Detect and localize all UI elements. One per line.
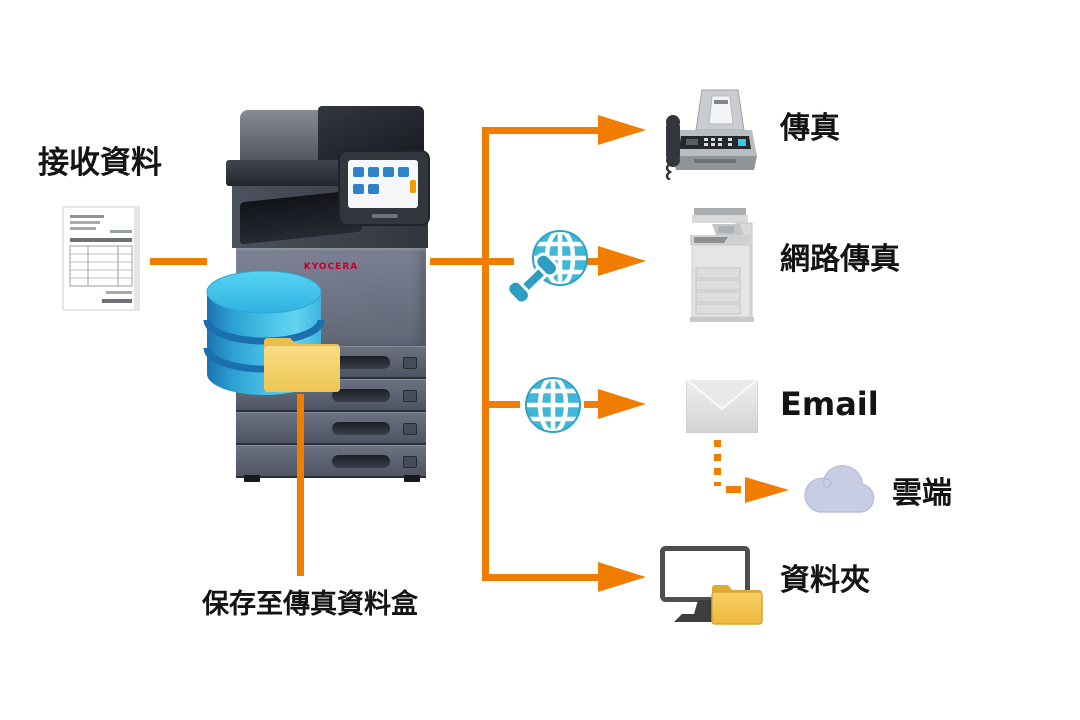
- phone-globe-icon: [508, 230, 588, 302]
- globe-icon: [525, 377, 581, 433]
- flow-line-email-a: [482, 401, 520, 408]
- cloud-label: 雲端: [892, 476, 952, 511]
- monitor-folder-icon: [660, 546, 763, 625]
- cloud-icon: [804, 465, 875, 513]
- flow-line-save: [297, 394, 304, 576]
- flow-line-folder: [482, 574, 598, 581]
- flow-line-fax: [482, 127, 598, 134]
- network-fax-label: 網路傳真: [780, 242, 900, 277]
- email-label: Email: [780, 385, 879, 423]
- touch-screen: [348, 160, 418, 208]
- network-fax-printer-icon: [690, 208, 754, 322]
- envelope-icon: [686, 379, 758, 433]
- arrow-icon-email: [598, 389, 646, 419]
- touch-panel: [338, 150, 430, 226]
- flow-line-netfax-a: [430, 258, 514, 265]
- arrow-icon-folder: [598, 562, 646, 592]
- folder-label: 資料夾: [780, 563, 870, 598]
- arrow-icon-cloud: [745, 477, 789, 503]
- receive-data-label: 接收資料: [38, 145, 162, 181]
- arrow-icon-fax: [598, 115, 646, 145]
- arrow-icon-netfax: [598, 246, 646, 276]
- save-to-fax-box-label: 保存至傳真資料盒: [202, 589, 418, 620]
- dotted-line-email-to-cloud: [714, 440, 721, 486]
- brand-logo: KYOCERA: [303, 262, 359, 272]
- dash-email-to-cloud: [726, 486, 741, 493]
- flow-line-netfax-b: [584, 258, 598, 265]
- fax-machine-icon: [665, 89, 757, 180]
- flow-line-doc-to-device: [150, 258, 207, 265]
- flow-trunk-line: [482, 127, 489, 581]
- fax-label: 傳真: [780, 111, 840, 146]
- document-icon: [62, 206, 140, 311]
- fax-box-folder-icon: [264, 338, 340, 392]
- flow-line-email-b: [584, 401, 598, 408]
